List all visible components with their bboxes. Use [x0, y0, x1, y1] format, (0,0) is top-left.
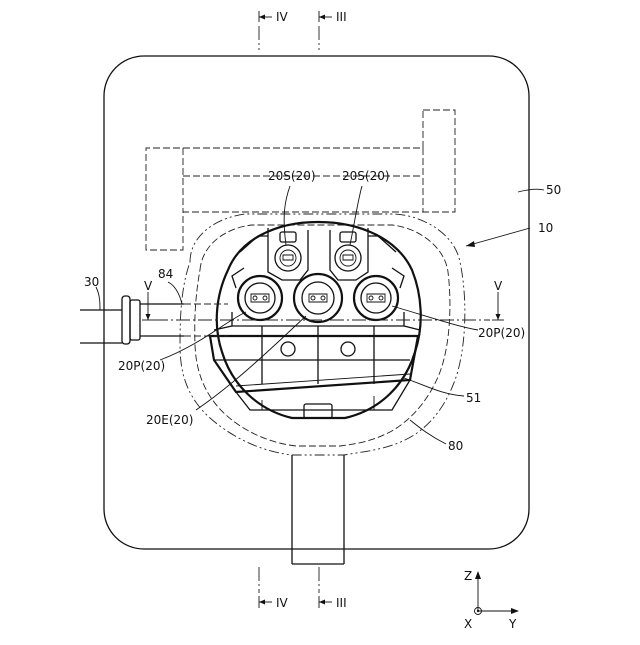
section-label-iii-top: III: [336, 10, 347, 24]
panel-50-outline: [104, 56, 529, 549]
ref-label-20p-left: 20P(20): [118, 359, 165, 373]
section-label-iii-bottom: III: [336, 596, 347, 610]
ref-label-20e: 20E(20): [146, 413, 193, 427]
ref-label-30: 30: [84, 275, 99, 289]
lower-stem: [292, 455, 344, 564]
section-label-iv-top: IV: [276, 10, 289, 24]
section-marks-bottom: [259, 567, 332, 608]
power-terminal-left: [238, 276, 282, 320]
ref-label-51: 51: [466, 391, 481, 405]
earth-terminal: [294, 274, 342, 322]
power-terminal-right: [354, 276, 398, 320]
section-label-v-left: V: [144, 279, 153, 293]
ref-label-10: 10: [538, 221, 553, 235]
ref-label-80: 80: [448, 439, 463, 453]
retainer-51: [210, 336, 418, 418]
ref-label-20s-right: 20S(20): [342, 169, 390, 183]
section-label-iv-bottom: IV: [276, 596, 289, 610]
upper-bracket: [232, 228, 404, 288]
ref-label-20s-left: 20S(20): [268, 169, 316, 183]
ref-label-84: 84: [158, 267, 173, 281]
axes-indicator: [475, 571, 520, 615]
axis-label-y: Y: [508, 617, 517, 631]
axis-label-z: Z: [464, 569, 472, 583]
section-label-v-right: V: [494, 279, 503, 293]
axis-label-x: X: [464, 617, 472, 631]
sensor-terminal-left: [275, 245, 301, 271]
ref-label-50: 50: [546, 183, 561, 197]
section-marks-top: [259, 11, 332, 50]
ref-label-20p-right: 20P(20): [478, 326, 525, 340]
sensor-terminal-right: [335, 245, 361, 271]
